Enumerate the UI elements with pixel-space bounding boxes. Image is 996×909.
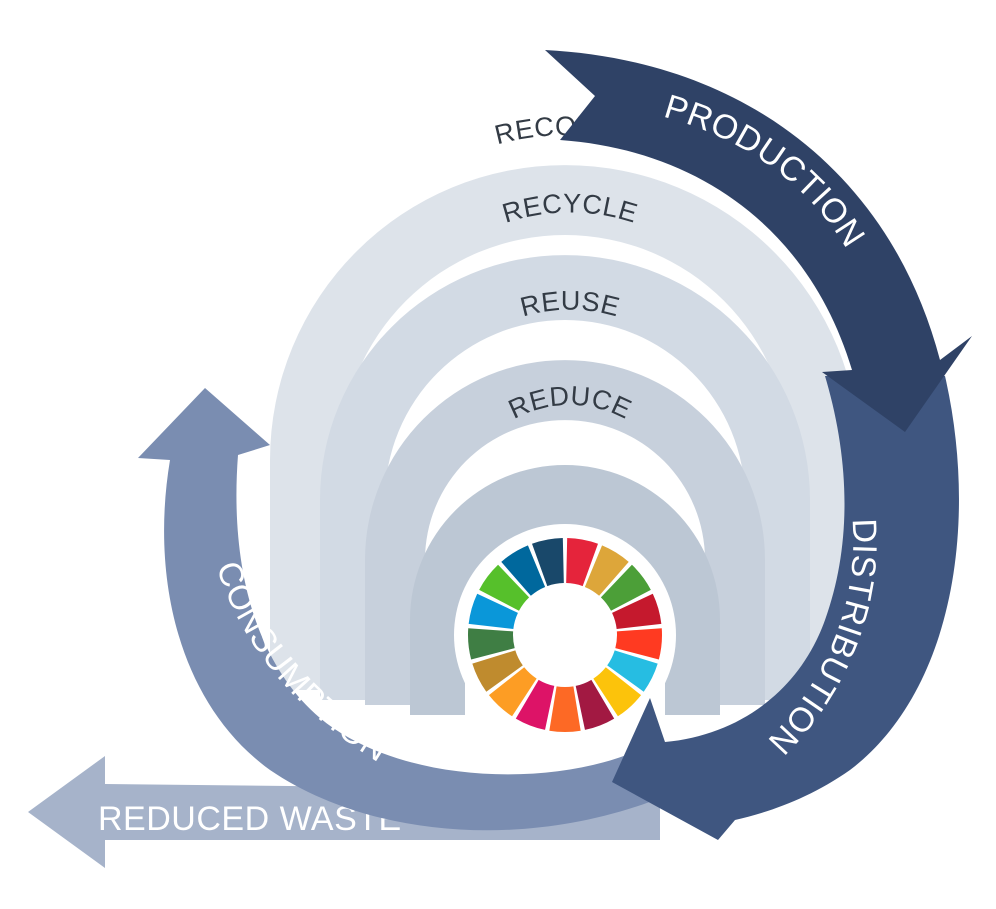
sdg-wheel-segment: [615, 628, 662, 660]
sdg-wheel-segment: [472, 650, 523, 692]
sdg-wheel-segment: [515, 679, 555, 730]
sdg-wheel-segment: [468, 593, 518, 630]
sdg-wheel-segment: [501, 545, 546, 596]
sdg-wheel-segment: [479, 564, 530, 611]
sdg-wheel-segment: [607, 650, 658, 692]
sdg-wheel-segment: [566, 538, 598, 587]
sdg-wheel-segment: [593, 667, 642, 717]
arrow-reduced-waste: REDUCED WASTE: [28, 756, 660, 868]
sdg-wheel-segment: [468, 628, 515, 660]
sdg-wheel-segment: [549, 686, 581, 732]
sdg-wheel-segment: [488, 667, 537, 717]
sdg-wheel-icon: [454, 524, 676, 746]
sdg-wheel-segment: [575, 679, 615, 730]
sdg-wheel-segment: [584, 545, 629, 596]
sdg-wheel-segment: [612, 593, 662, 630]
sdg-wheel-segment: [532, 538, 564, 587]
sdg-wheel-segment: [600, 564, 651, 611]
